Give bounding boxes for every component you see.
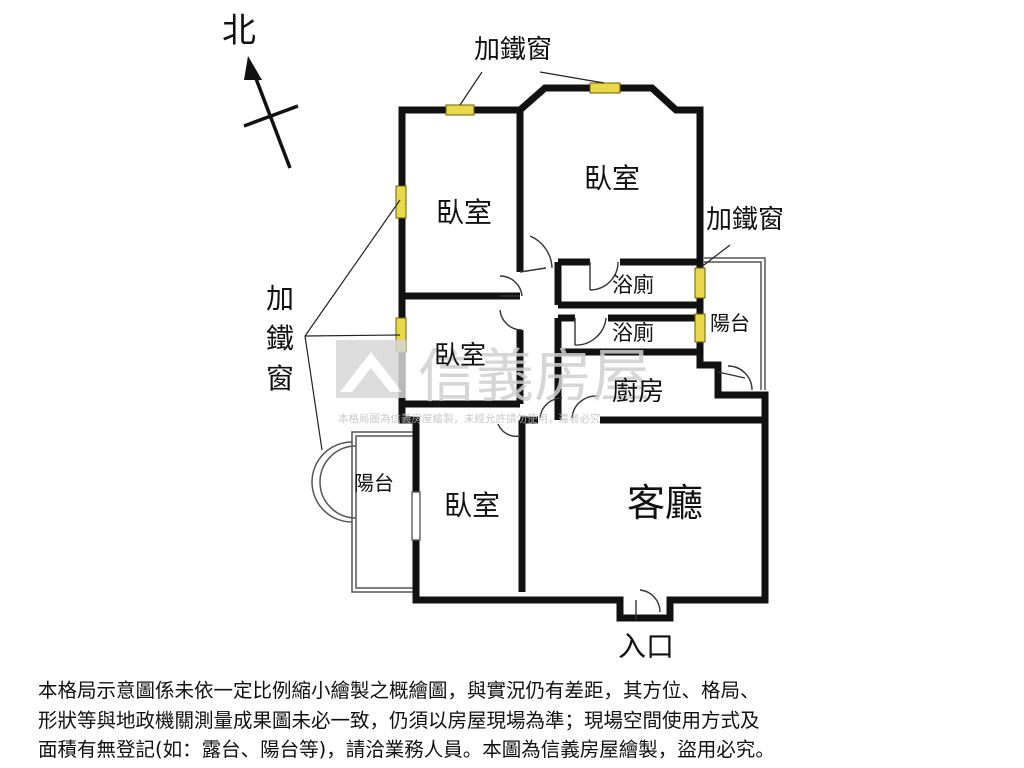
disclaimer-line-2: 形狀等與地政機關測量成果圖未必一致，仍須以房屋現場為準；現場空間使用方式及 [38,708,760,732]
room-bedroom-middle: 臥室 [434,341,486,371]
doors [497,235,753,620]
disclaimer-line-1: 本格局示意圖係未依一定比例縮小繪製之概繪圖，與實況仍有差距，其方位、格局、 [38,679,760,702]
watermark-notice: 本格局圖為信義房屋繪製，未經允許請勿使用，違者必究 [338,412,601,425]
room-bath-upper: 浴廁 [612,273,654,297]
walls [398,84,769,622]
room-balcony-left: 陽台 [354,471,394,495]
disclaimer-text: 本格局示意圖係未依一定比例縮小繪製之概繪圖，與實況仍有差距，其方位、格局、 形狀… [38,676,998,765]
entrance-label: 入口 [618,630,674,663]
callout-labels: 加鐵窗 加鐵窗 加 鐵 窗 [266,35,784,395]
disclaimer-line-3: 面積有無登記(如：露台、陽台等)，請洽業務人員。本圖為信義房屋繪製，盜用必究。 [38,738,775,761]
room-living-room: 客廳 [627,481,703,525]
room-kitchen: 廚房 [612,377,664,407]
watermark-brand: 信義房屋 [418,342,650,410]
callout-iron-window-left-2: 鐵 [266,322,294,355]
callout-iron-window-left-3: 窗 [266,362,294,395]
callout-iron-window-left-1: 加 [266,282,294,315]
balcony-right-outline [704,257,766,390]
watermark: 信義房屋 本格局圖為信義房屋繪製，未經允許請勿使用，違者必究 [336,340,650,425]
room-bedroom-bottom: 臥室 [444,489,500,522]
room-balcony-right: 陽台 [710,311,750,335]
balcony-left-outline [311,431,418,593]
north-arrow-icon [244,56,262,80]
callout-iron-window-top: 加鐵窗 [474,35,552,65]
iron-windows [395,82,706,353]
room-bedroom-top-left: 臥室 [436,196,492,229]
brand-logo-icon [336,340,406,398]
floor-plan: 北 [222,11,784,663]
room-labels: 臥室 臥室 臥室 臥室 浴廁 浴廁 陽台 陽台 廚房 客廳 入口 [354,162,750,663]
room-bedroom-top-right: 臥室 [584,162,640,195]
callout-iron-window-right: 加鐵窗 [706,205,784,235]
callout-lines [304,71,731,451]
north-label: 北 [222,11,256,51]
room-bath-lower: 浴廁 [612,321,654,345]
north-compass: 北 [222,11,299,169]
sliding-door [411,491,421,541]
